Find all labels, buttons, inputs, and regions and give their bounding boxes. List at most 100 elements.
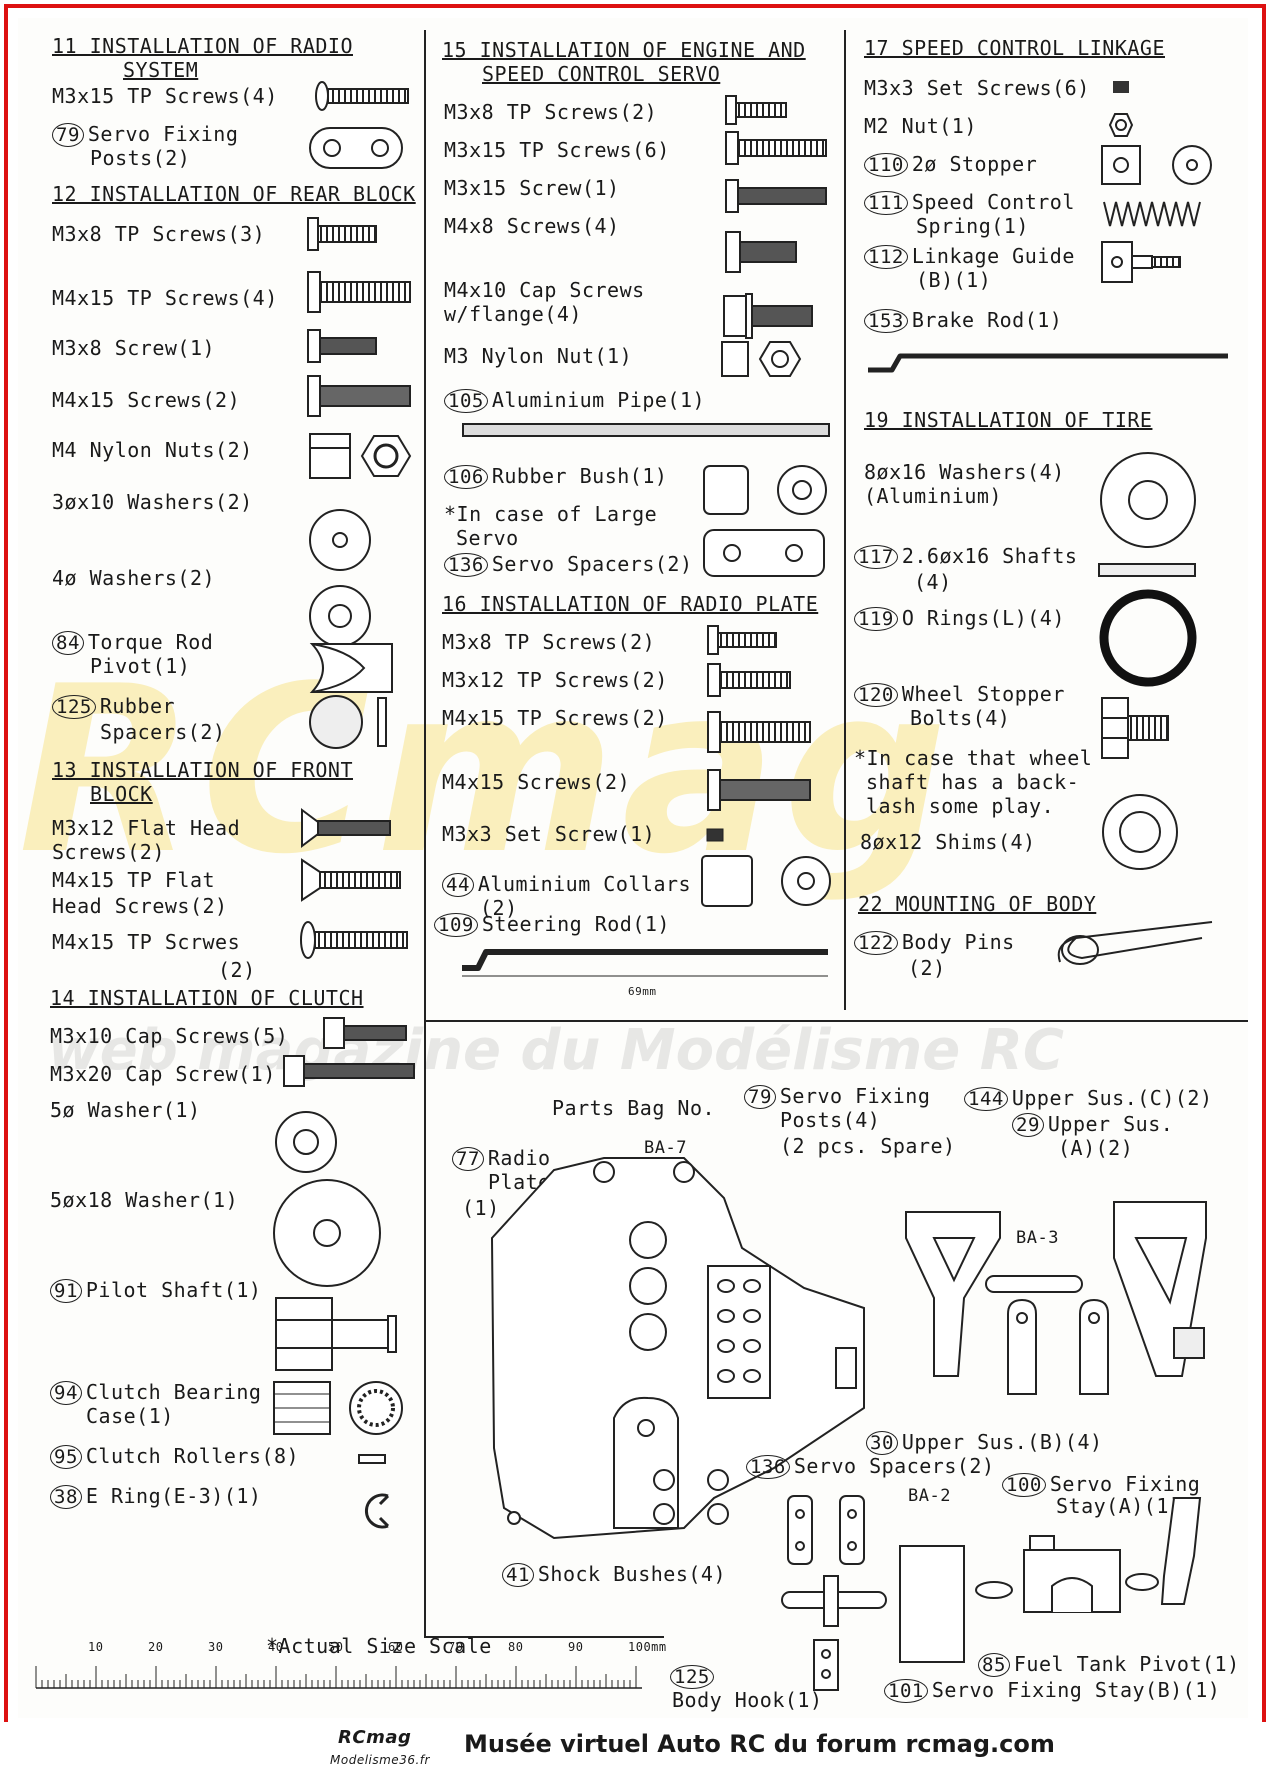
servo-post-icon <box>309 127 403 169</box>
part-number: 110 <box>864 153 908 177</box>
pilot-shaft-icon <box>275 1297 397 1371</box>
screw-icon <box>725 231 797 273</box>
part-number: 79 <box>52 123 84 147</box>
part-label: M3x8 Screw(1) <box>52 336 216 360</box>
tp-screw-icon <box>707 711 811 753</box>
part-label: (2) <box>218 958 256 982</box>
set-screw-icon <box>706 828 724 842</box>
bag-id-ba7: BA-7 <box>644 1138 687 1158</box>
ruler <box>35 1666 642 1689</box>
part-label: (B)(1) <box>916 268 992 292</box>
tp-screw-icon <box>707 663 791 697</box>
linkage-guide-icon <box>1101 241 1181 283</box>
scale-border <box>424 1636 664 1638</box>
part-label: Posts(4) <box>780 1108 881 1132</box>
part-number: 144 <box>964 1087 1008 1111</box>
part-label: Spacers(2) <box>100 720 226 744</box>
upper-suspension-c-icon <box>905 1211 1001 1377</box>
part-number: 29 <box>1012 1113 1044 1137</box>
part-label: Body Hook(1) <box>672 1688 823 1712</box>
bag-id-ba2: BA-2 <box>908 1486 951 1506</box>
part-label: M4x8 Screws(4) <box>444 214 620 238</box>
footer-bar: RCmag Modelisme36.fr Musée virtuel Auto … <box>0 1722 1274 1782</box>
part-label: (2) <box>480 896 518 920</box>
part-label: M3x15 TP Screws(6) <box>444 138 670 162</box>
shaft-icon <box>1098 563 1196 577</box>
footer-text: Musée virtuel Auto RC du forum rcmag.com <box>464 1730 1055 1758</box>
note-text: shaft has a back- <box>866 770 1080 794</box>
part-label: M4x15 TP Flat <box>52 868 216 892</box>
body-pin-icon <box>1057 921 1213 965</box>
section-22-title: 22 MOUNTING OF BODY <box>858 892 1097 916</box>
flat-head-screw-icon <box>301 858 401 902</box>
washer-icon <box>275 1111 337 1173</box>
part-label: Pivot(1) <box>90 654 191 678</box>
clutch-roller-icon <box>358 1454 386 1464</box>
ruler-tick-label: 80 <box>508 1640 524 1654</box>
part-number: 136 <box>444 553 488 577</box>
section-16-title: 16 INSTALLATION OF RADIO PLATE <box>442 592 819 616</box>
section-11-title-line2: SYSTEM <box>123 58 199 82</box>
section-17-title: 17 SPEED CONTROL LINKAGE <box>864 36 1165 60</box>
ruler-tick-label: 50 <box>328 1640 344 1654</box>
o-ring-icon <box>1099 589 1197 687</box>
section-15-title-line2: SPEED CONTROL SERVO <box>482 62 721 86</box>
ruler-tick-label: 60 <box>388 1640 404 1654</box>
part-number: 94 <box>50 1381 82 1405</box>
part-label: Spring(1) <box>916 214 1029 238</box>
part-number: 125 <box>670 1665 714 1689</box>
screw-icon <box>307 375 411 417</box>
part-label: 5øx18 Washer(1) <box>50 1188 239 1212</box>
part-label: 8øx12 Shims(4) <box>860 830 1036 854</box>
part-label: M4x10 Cap Screws <box>444 278 645 302</box>
tp-screw-icon <box>307 217 377 251</box>
part-number: 41 <box>502 1563 534 1587</box>
e-ring-icon <box>365 1493 390 1529</box>
stopper-icon <box>1101 145 1212 185</box>
aluminium-collar-icon <box>701 855 831 907</box>
cap-screw-icon <box>283 1055 415 1087</box>
rubber-bush-icon <box>703 465 827 515</box>
shock-bush-icon <box>653 1469 729 1525</box>
section-11-title: 11 INSTALLATION OF RADIO <box>52 34 353 58</box>
screw-icon <box>707 769 811 811</box>
parts-bag-border <box>424 1020 426 1638</box>
part-number: 153 <box>864 309 908 333</box>
ruler-tick-label: 100mm <box>628 1640 667 1654</box>
note-text: lash some play. <box>866 794 1055 818</box>
washer-icon <box>309 585 371 647</box>
part-label: M3x8 TP Screws(3) <box>52 222 266 246</box>
washer-icon <box>309 509 371 571</box>
tp-screw-icon <box>725 95 787 125</box>
footer-logo-sub: Modelisme36.fr <box>330 1753 430 1767</box>
part-label: Bolts(4) <box>910 706 1011 730</box>
ruler-tick-label: 30 <box>208 1640 224 1654</box>
part-label: Posts(2) <box>90 146 191 170</box>
part-number: 111 <box>864 191 908 215</box>
servo-spacer-icon <box>703 529 825 577</box>
shim-icon <box>1102 794 1178 870</box>
nylon-nut-icon <box>309 433 412 479</box>
servo-fixing-stay-b-icon <box>899 1545 1013 1663</box>
part-label: M3x12 Flat Head <box>52 816 241 840</box>
upper-suspension-a-icon <box>1113 1201 1207 1377</box>
part-label: M3 Nylon Nut(1) <box>444 344 633 368</box>
part-label: (Aluminium) <box>864 484 1002 508</box>
ruler-tick-label: 10 <box>88 1640 104 1654</box>
screw-icon <box>725 179 827 213</box>
